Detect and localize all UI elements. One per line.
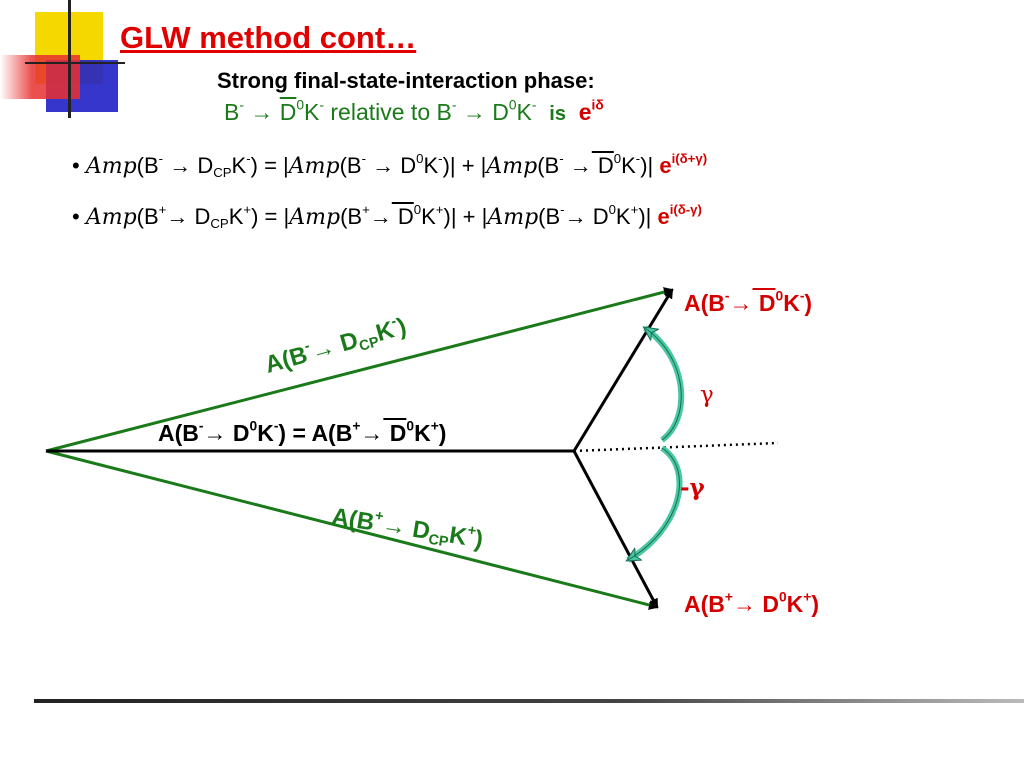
arrow-icon: → xyxy=(462,99,486,125)
lower-green-side xyxy=(45,449,659,610)
gamma-angle-label: γ xyxy=(700,382,714,408)
arrow-icon: → xyxy=(203,420,227,446)
bottom-rule xyxy=(34,699,1024,703)
label-b-plus-d: A(B+→ D0K+) xyxy=(684,589,819,617)
dotted-extension-line xyxy=(573,441,779,453)
arrow-icon: → xyxy=(564,204,587,229)
arrow-icon: → xyxy=(369,204,392,229)
label-base-amplitude: A(B-→ D0K-) = A(B+→ D0K+) xyxy=(158,418,447,446)
arrow-icon: → xyxy=(360,420,384,446)
arrow-icon: → xyxy=(732,591,756,617)
arrow-icon: → xyxy=(250,99,274,125)
upper-green-side xyxy=(45,287,674,453)
page-title: GLW method cont… xyxy=(120,20,417,55)
label-b-minus-dbar: A(B-→ D0K-) xyxy=(684,288,813,316)
equation-1: • Amp(B- → DCPK-) = |Amp(B- → D0K-)| + |… xyxy=(72,151,708,180)
subtitle-line-1: Strong final-state-interaction phase: xyxy=(217,68,595,93)
equation-2: • Amp(B+→ DCPK+) = |Amp(B+→ D0K+)| + |Am… xyxy=(72,202,702,231)
lower-black-side xyxy=(572,450,659,609)
arrow-icon: → xyxy=(729,290,753,316)
decor-vertical-line xyxy=(68,0,71,118)
arrow-icon: → xyxy=(166,204,189,229)
corner-decoration xyxy=(0,0,130,120)
upper-black-side xyxy=(572,288,674,452)
arrow-icon: → xyxy=(169,153,192,178)
decor-horizontal-line xyxy=(25,62,125,64)
minus-gamma-arc-arrow xyxy=(628,445,683,563)
arrow-icon: → xyxy=(372,153,395,178)
subtitle-line-2: B- → D0K- relative to B- → D0K- is eiδ xyxy=(224,97,604,125)
minus-gamma-angle-label: -γ xyxy=(680,474,705,501)
arrow-icon: → xyxy=(569,153,592,178)
gamma-arc-arrow-outline xyxy=(644,327,682,441)
minus-gamma-arc-arrow-outline xyxy=(627,447,680,561)
